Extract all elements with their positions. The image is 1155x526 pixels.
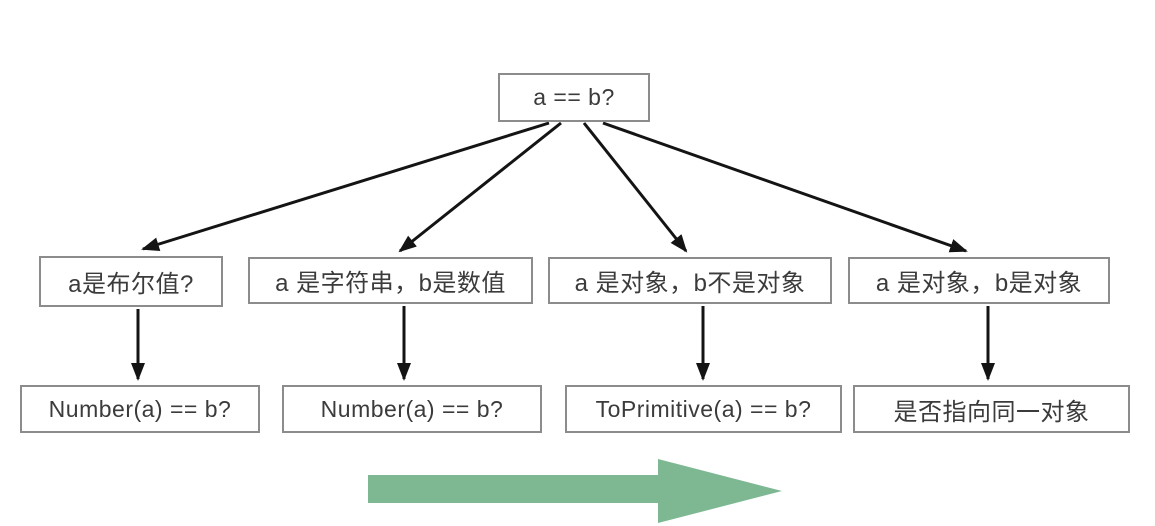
node-condition-string-number: a 是字符串，b是数值 [248,257,533,304]
edge-root-to-cond1-arrow [141,121,550,251]
node-result-number-a: Number(a) == b? [20,385,260,433]
node-result-same-object: 是否指向同一对象 [853,385,1130,433]
node-root: a == b? [498,73,650,122]
edge-root-to-cond3-arrow [582,122,688,253]
node-condition-object-object: a 是对象，b是对象 [848,257,1110,304]
flow-direction-arrow-icon [368,459,782,523]
node-condition-object-nonobject: a 是对象，b不是对象 [548,257,832,304]
edge-root-to-cond4-arrow [602,121,968,253]
edge-root-to-cond2-arrow [398,121,562,253]
node-condition-boolean: a是布尔值? [39,256,223,307]
node-result-number-a2: Number(a) == b? [282,385,542,433]
node-result-toprimitive: ToPrimitive(a) == b? [565,385,842,433]
